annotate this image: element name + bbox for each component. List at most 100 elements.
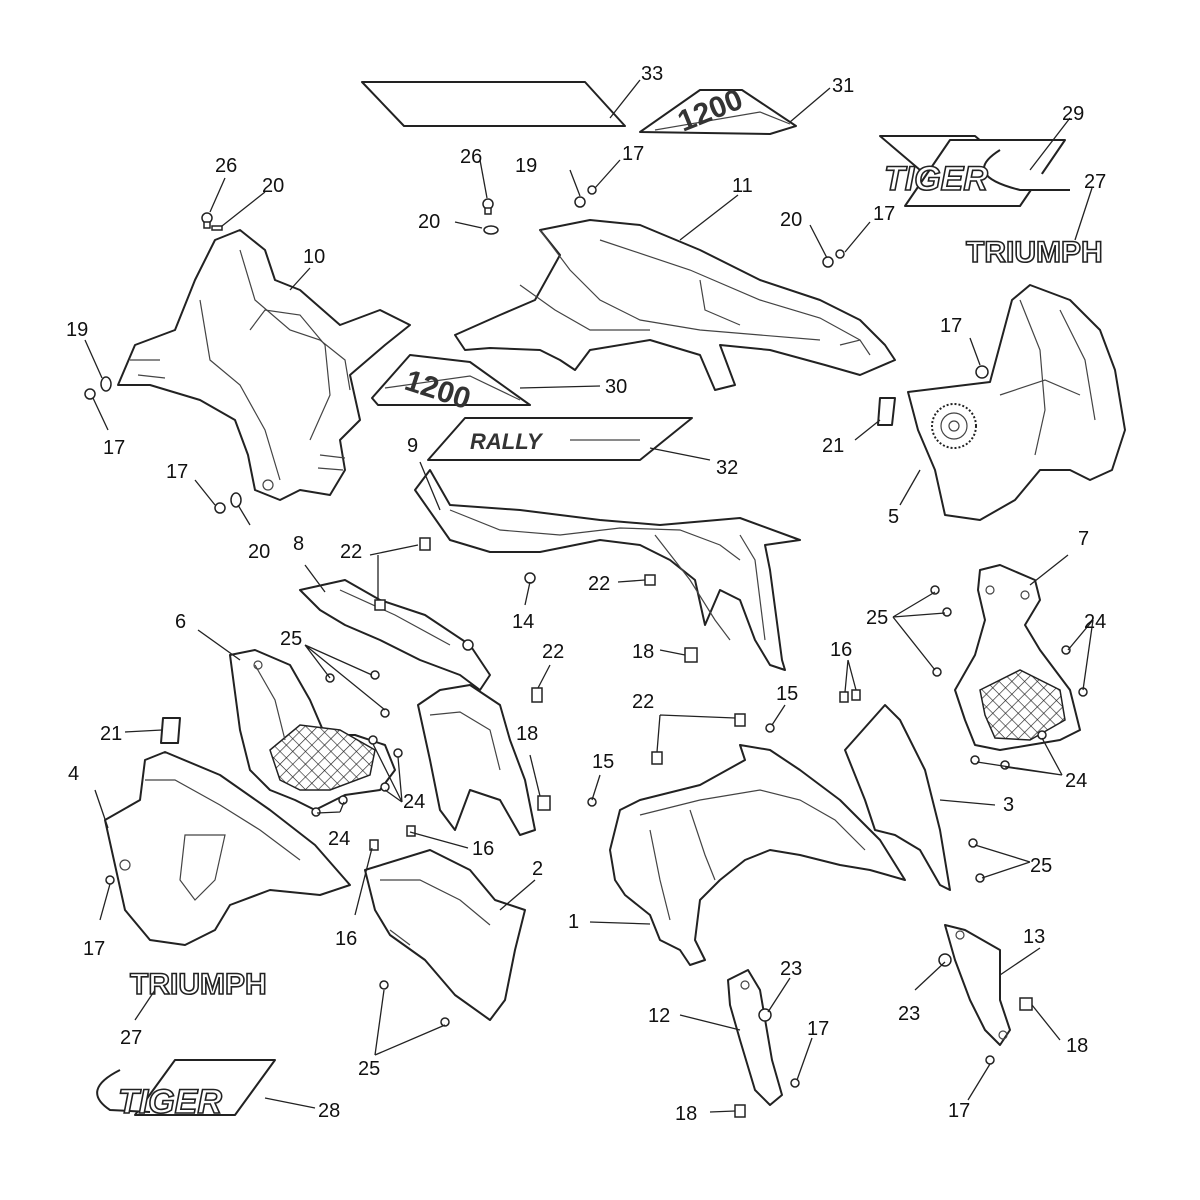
callout-22: 22 <box>542 641 564 663</box>
nut-24f <box>1061 645 1071 655</box>
callout-16: 16 <box>335 928 357 950</box>
callout-24: 24 <box>1065 770 1087 792</box>
decal-21-right <box>877 397 896 426</box>
callout-6: 6 <box>175 611 186 633</box>
callout-1: 1 <box>568 911 579 933</box>
callout-27: 27 <box>1084 171 1106 193</box>
decal-21-left <box>160 717 181 744</box>
decal-32-rally: RALLY <box>427 417 693 461</box>
callout-26: 26 <box>460 146 482 168</box>
callout-25: 25 <box>358 1058 380 1080</box>
clip-22f <box>651 751 663 765</box>
callout-4: 4 <box>68 763 79 785</box>
callout-17: 17 <box>83 938 105 960</box>
callout-24: 24 <box>328 828 350 850</box>
callout-21: 21 <box>822 435 844 457</box>
callout-23: 23 <box>780 958 802 980</box>
part-7-inner-panel <box>954 564 1081 751</box>
callout-22: 22 <box>340 541 362 563</box>
part-9-fairing-strip <box>414 469 801 671</box>
callout-17: 17 <box>807 1018 829 1040</box>
nut-14a <box>524 572 536 584</box>
callout-30: 30 <box>605 376 627 398</box>
screw-26b <box>482 198 494 215</box>
leader-lines <box>84 79 1094 1113</box>
callout-20: 20 <box>248 541 270 563</box>
clip-16a <box>839 691 849 703</box>
part-2-front-lower <box>364 849 526 1021</box>
svg-text:TIGER: TIGER <box>884 160 988 198</box>
svg-text:TRIUMPH: TRIUMPH <box>966 236 1103 269</box>
callout-2: 2 <box>532 858 543 880</box>
callout-17: 17 <box>948 1100 970 1122</box>
callout-32: 32 <box>716 457 738 479</box>
callout-17: 17 <box>940 315 962 337</box>
screw-15a <box>765 723 775 733</box>
callout-16: 16 <box>472 838 494 860</box>
callout-labels: 33 31 29 27 26 20 10 19 17 26 19 17 20 1… <box>66 63 1106 1125</box>
svg-text:TRIUMPH: TRIUMPH <box>130 968 267 1001</box>
part-3-side-strip <box>844 704 951 891</box>
callout-17: 17 <box>873 203 895 225</box>
callout-5: 5 <box>888 506 899 528</box>
screw-25c <box>380 708 390 718</box>
callout-25: 25 <box>866 607 888 629</box>
callout-19: 19 <box>515 155 537 177</box>
clip-18a <box>684 647 698 663</box>
nut-23b <box>938 953 952 967</box>
nut-24h <box>970 755 980 765</box>
svg-text:RALLY: RALLY <box>470 429 544 454</box>
callout-13: 13 <box>1023 926 1045 948</box>
callout-23: 23 <box>898 1003 920 1025</box>
part-8-scoop <box>417 684 536 836</box>
callout-27: 27 <box>120 1027 142 1049</box>
part-5-right-panel <box>907 284 1126 521</box>
clip-16c <box>406 825 416 837</box>
callout-16: 16 <box>830 639 852 661</box>
clip-18b <box>537 795 551 811</box>
part-6-inner-panel <box>229 649 396 811</box>
callout-20: 20 <box>780 209 802 231</box>
callout-3: 3 <box>1003 794 1014 816</box>
callout-9: 9 <box>407 435 418 457</box>
callout-11: 11 <box>732 175 753 197</box>
callout-18: 18 <box>1066 1035 1088 1057</box>
decal-27-triumph-top: TRIUMPH <box>965 235 1103 270</box>
part-4-lower-fairing <box>104 751 351 946</box>
washer-20b <box>483 225 499 235</box>
callout-29: 29 <box>1062 103 1084 125</box>
callout-26: 26 <box>215 155 237 177</box>
washer-20d <box>230 492 242 508</box>
decal-28-tiger: TIGER <box>96 1059 276 1122</box>
callout-22: 22 <box>632 691 654 713</box>
screw-17d <box>975 365 989 379</box>
decal-31-1200: 1200 <box>639 83 797 138</box>
screw-17c <box>835 249 845 259</box>
fasteners <box>84 185 1088 1118</box>
nut-24b <box>393 748 403 758</box>
callout-18: 18 <box>675 1103 697 1125</box>
callout-18: 18 <box>516 723 538 745</box>
callout-20: 20 <box>418 211 440 233</box>
callout-17: 17 <box>166 461 188 483</box>
callout-14: 14 <box>512 611 534 633</box>
callout-15: 15 <box>776 683 798 705</box>
part-10-side-panel <box>117 229 411 501</box>
part-12-bracket <box>727 969 783 1106</box>
callout-24: 24 <box>403 791 425 813</box>
callout-12: 12 <box>648 1005 670 1027</box>
screw-17e <box>214 502 226 514</box>
screw-25e <box>942 607 952 617</box>
screw-25i <box>379 980 389 990</box>
screw-17g <box>790 1078 800 1088</box>
callout-22: 22 <box>588 573 610 595</box>
clip-22a <box>419 537 431 551</box>
callout-33: 33 <box>641 63 663 85</box>
nut-14b <box>462 639 474 651</box>
callout-24: 24 <box>1084 611 1106 633</box>
callout-28: 28 <box>318 1100 340 1122</box>
callout-7: 7 <box>1078 528 1089 550</box>
screw-25b <box>370 670 380 680</box>
